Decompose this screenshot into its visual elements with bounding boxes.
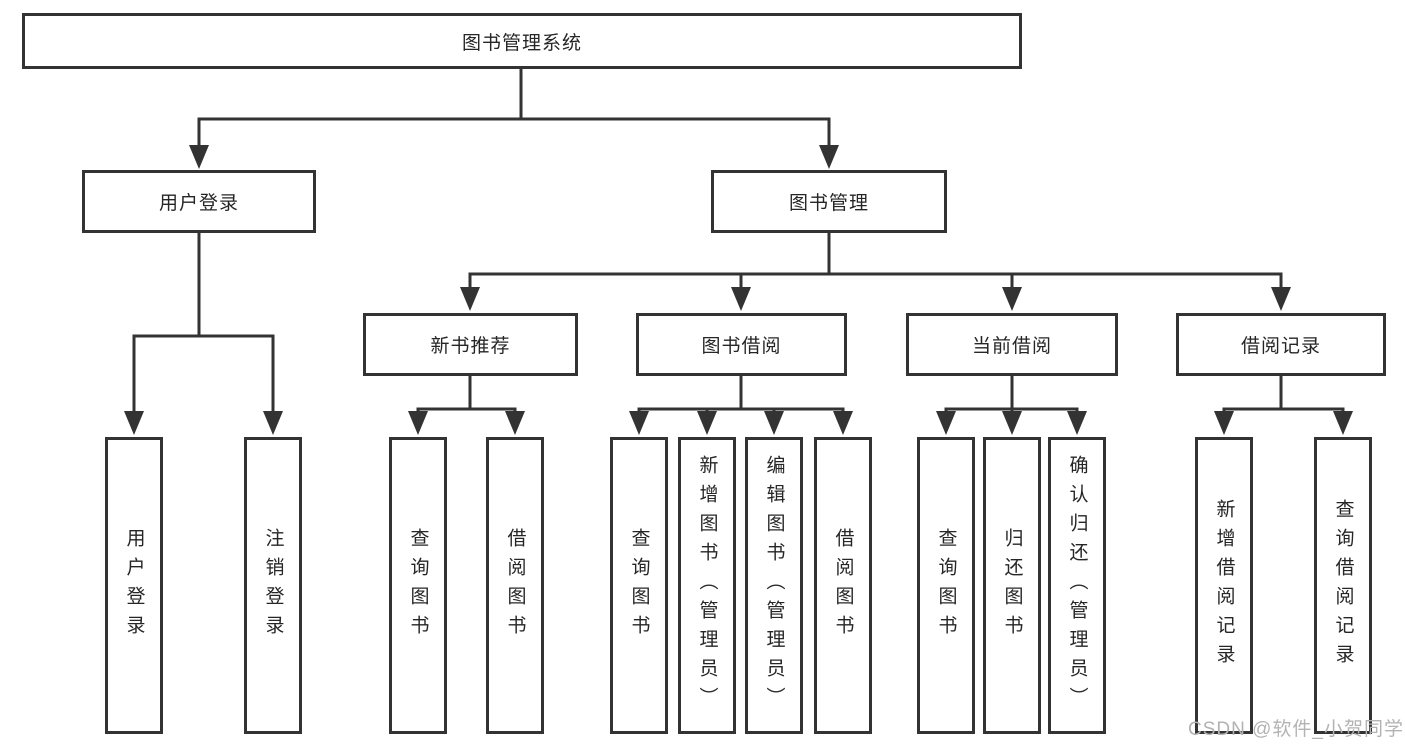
node-label: 查询借阅记录 xyxy=(1332,498,1354,673)
node-current-borrowing: 当前借阅 xyxy=(906,313,1118,376)
node-leaf-query-books-borrowing: 查询图书 xyxy=(610,437,668,734)
node-leaf-user-login: 用户登录 xyxy=(105,437,163,734)
node-leaf-add-books-admin: 新增图书（管理员） xyxy=(678,437,736,734)
node-label: 借阅图书 xyxy=(832,527,854,644)
node-label: 归还图书 xyxy=(1001,527,1023,644)
node-label: 图书借阅 xyxy=(701,336,782,357)
node-label: 用户登录 xyxy=(158,193,239,214)
node-label: 确认归还（管理员） xyxy=(1066,455,1088,716)
node-user-login: 用户登录 xyxy=(82,170,316,233)
node-label: 新增借阅记录 xyxy=(1213,498,1235,673)
node-label: 编辑图书（管理员） xyxy=(763,455,785,716)
node-label: 新书推荐 xyxy=(430,336,511,357)
node-label: 图书管理 xyxy=(788,193,869,214)
node-leaf-query-books-recommend: 查询图书 xyxy=(389,437,447,734)
node-book-management: 图书管理 xyxy=(711,170,947,233)
node-leaf-edit-books-admin: 编辑图书（管理员） xyxy=(745,437,803,734)
node-label: 借阅图书 xyxy=(504,527,526,644)
node-leaf-confirm-return-admin: 确认归还（管理员） xyxy=(1048,437,1106,734)
node-leaf-borrow-books: 借阅图书 xyxy=(814,437,872,734)
node-leaf-borrow-books-recommend: 借阅图书 xyxy=(486,437,544,734)
node-label: 查询图书 xyxy=(407,527,429,644)
node-leaf-return-books: 归还图书 xyxy=(983,437,1041,734)
node-label: 注销登录 xyxy=(262,527,284,644)
node-label: 新增图书（管理员） xyxy=(696,455,718,716)
node-leaf-query-books-current: 查询图书 xyxy=(917,437,975,734)
node-leaf-logout: 注销登录 xyxy=(244,437,302,734)
node-label: 查询图书 xyxy=(935,527,957,644)
node-leaf-add-borrow-record: 新增借阅记录 xyxy=(1195,437,1253,734)
csdn-watermark: CSDN @软件_小贺同学 xyxy=(1188,719,1404,740)
node-label: 借阅记录 xyxy=(1240,336,1321,357)
node-new-book-recommend: 新书推荐 xyxy=(363,313,578,376)
node-root-system: 图书管理系统 xyxy=(22,13,1022,69)
node-label: 用户登录 xyxy=(123,527,145,644)
node-leaf-query-borrow-record: 查询借阅记录 xyxy=(1314,437,1372,734)
node-book-borrowing: 图书借阅 xyxy=(636,313,847,376)
node-label: 图书管理系统 xyxy=(461,32,582,54)
node-label: 查询图书 xyxy=(628,527,650,644)
node-borrow-records: 借阅记录 xyxy=(1176,313,1386,376)
node-label: 当前借阅 xyxy=(971,336,1052,357)
